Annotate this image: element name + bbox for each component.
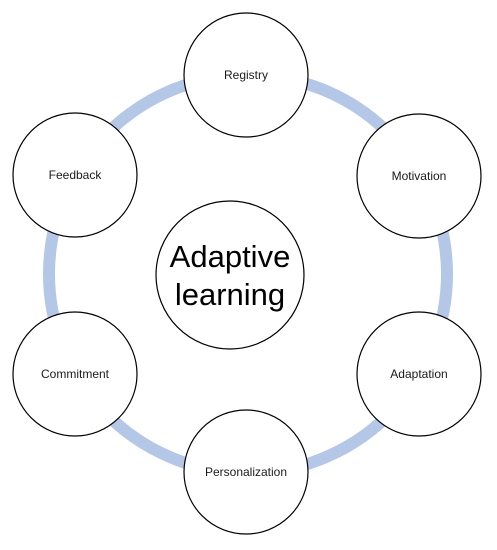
node-circle — [183, 409, 309, 535]
node-label-personalization: Personalization — [205, 465, 287, 479]
node-commitment: Commitment — [12, 311, 138, 437]
center-circle — [155, 200, 305, 350]
node-label-registry: Registry — [224, 68, 268, 82]
node-circle — [183, 12, 309, 138]
node-label-feedback: Feedback — [49, 168, 103, 182]
node-label-adaptation: Adaptation — [390, 367, 447, 381]
center-label-line1: Adaptive — [170, 239, 291, 274]
node-circle — [12, 112, 138, 238]
node-adaptation: Adaptation — [356, 311, 482, 437]
node-label-commitment: Commitment — [41, 367, 110, 381]
center-node: Adaptive learning — [155, 200, 305, 350]
node-circle — [12, 311, 138, 437]
node-label-motivation: Motivation — [392, 169, 447, 183]
node-circle — [356, 113, 482, 239]
node-personalization: Personalization — [183, 409, 309, 535]
center-label-line2: learning — [175, 277, 285, 312]
node-registry: Registry — [183, 12, 309, 138]
node-feedback: Feedback — [12, 112, 138, 238]
node-circle — [356, 311, 482, 437]
node-motivation: Motivation — [356, 113, 482, 239]
